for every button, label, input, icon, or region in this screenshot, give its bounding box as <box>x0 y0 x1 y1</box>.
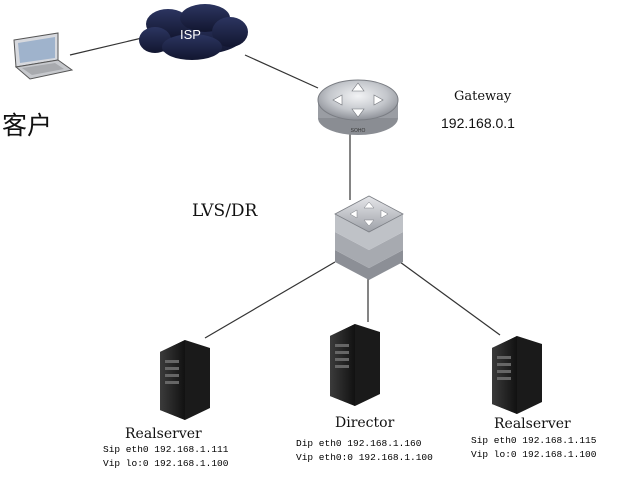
realserver-left-sip: Sip eth0 192.168.1.111 <box>103 444 229 455</box>
client-label: 客户 <box>2 112 53 140</box>
realserver-right-title: Realserver <box>494 416 571 432</box>
link-lvs-realserver-right <box>399 261 501 336</box>
link-lvs-realserver-left <box>204 261 336 339</box>
link-client-isp <box>69 37 143 56</box>
director-vip: Vip eth0:0 192.168.1.100 <box>296 452 433 463</box>
router-icon: SOHO <box>317 79 399 135</box>
realserver-right-vip: Vip lo:0 192.168.1.100 <box>471 449 597 460</box>
realserver-left-title: Realserver <box>125 426 202 442</box>
director-dip: Dip eth0 192.168.1.160 <box>296 438 422 449</box>
switch-icon <box>334 195 404 280</box>
realserver-right-sip: Sip eth0 192.168.1.115 <box>471 435 597 446</box>
director-title: Director <box>335 415 395 431</box>
lvs-label: LVS/DR <box>192 201 258 221</box>
link-isp-gateway <box>244 54 319 89</box>
server-tower-icon <box>160 340 210 420</box>
connections <box>69 37 501 339</box>
realserver-left-details: Sip eth0 192.168.1.111 Vip lo:0 192.168.… <box>103 443 228 471</box>
isp-label: ISP <box>180 27 201 42</box>
realserver-left-vip: Vip lo:0 192.168.1.100 <box>103 458 229 469</box>
laptop-icon <box>13 32 74 80</box>
server-tower-icon <box>330 324 380 406</box>
svg-text:SOHO: SOHO <box>351 128 366 134</box>
cloud-icon <box>139 4 248 60</box>
realserver-right-details: Sip eth0 192.168.1.115 Vip lo:0 192.168.… <box>471 434 596 462</box>
server-tower-icon <box>492 336 542 414</box>
gateway-ip: 192.168.0.1 <box>441 115 515 131</box>
gateway-label: Gateway <box>454 89 512 104</box>
director-details: Dip eth0 192.168.1.160 Vip eth0:0 192.16… <box>296 437 433 465</box>
